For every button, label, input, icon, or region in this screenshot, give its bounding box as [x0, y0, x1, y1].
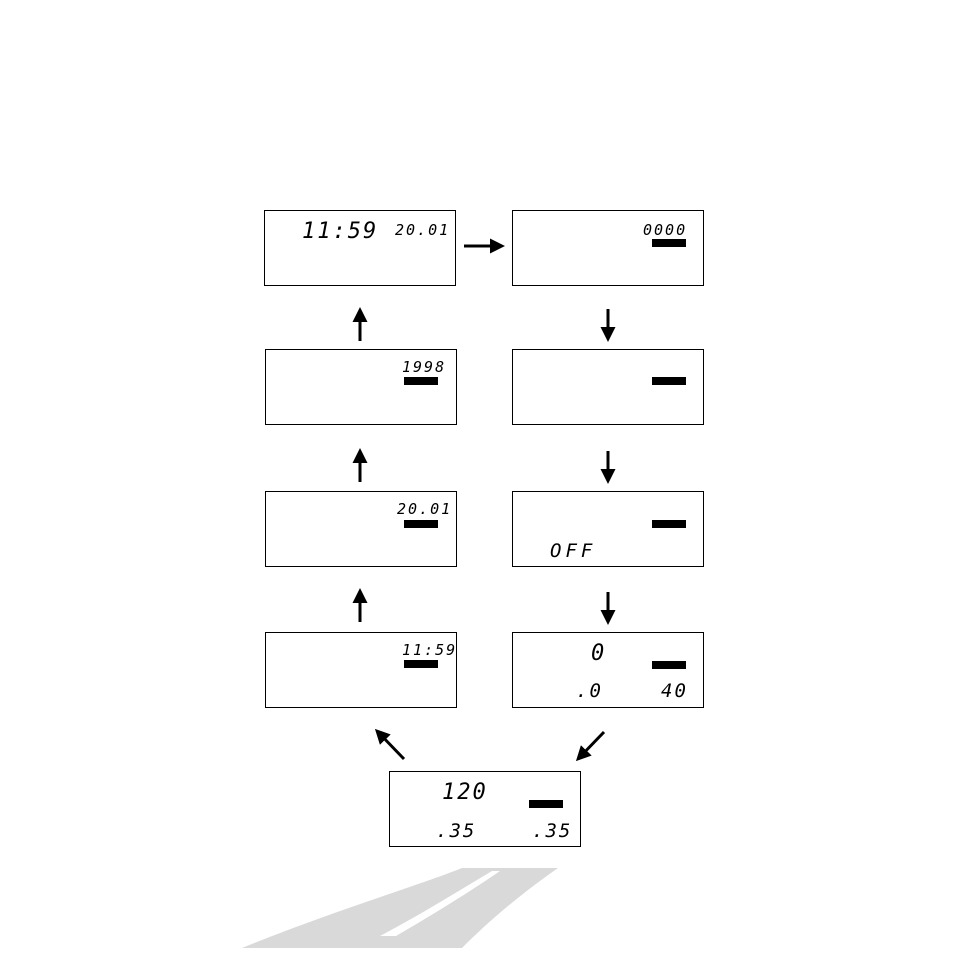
display-set-time: 11:59 [265, 632, 457, 708]
indicator-bar [652, 520, 686, 528]
display-speed: 0 .0 40 [512, 632, 704, 708]
right-readout: .35 [532, 822, 572, 841]
display-blank [512, 349, 704, 425]
display-set-date: 20.01 [265, 491, 457, 567]
indicator-bar [652, 239, 686, 247]
time-readout: 11:59 [302, 221, 378, 243]
left-readout: .35 [436, 822, 476, 841]
display-time-date: 11:59 20.01 [264, 210, 456, 286]
date-readout: 20.01 [395, 223, 450, 238]
indicator-bar [404, 520, 438, 528]
indicator-bar [652, 661, 686, 669]
year-readout: 1998 [402, 360, 446, 375]
indicator-bar [652, 377, 686, 385]
top-readout: 0 [591, 643, 606, 665]
arrow-diagonal-icon [377, 731, 404, 759]
arrow-diagonal-icon [578, 732, 604, 759]
off-readout: OFF [550, 542, 596, 561]
date-readout: 20.01 [397, 502, 452, 517]
right-readout: 40 [661, 682, 688, 701]
display-bottom: 120 .35 .35 [389, 771, 581, 847]
indicator-bar [404, 377, 438, 385]
time-readout: 11:59 [402, 643, 457, 658]
display-counter: 0000 [512, 210, 704, 286]
display-off: OFF [512, 491, 704, 567]
left-readout: .0 [576, 682, 603, 701]
indicator-bar [404, 660, 438, 668]
display-set-year: 1998 [265, 349, 457, 425]
counter-readout: 0000 [643, 223, 687, 238]
indicator-bar [529, 800, 563, 808]
top-readout: 120 [442, 782, 488, 804]
